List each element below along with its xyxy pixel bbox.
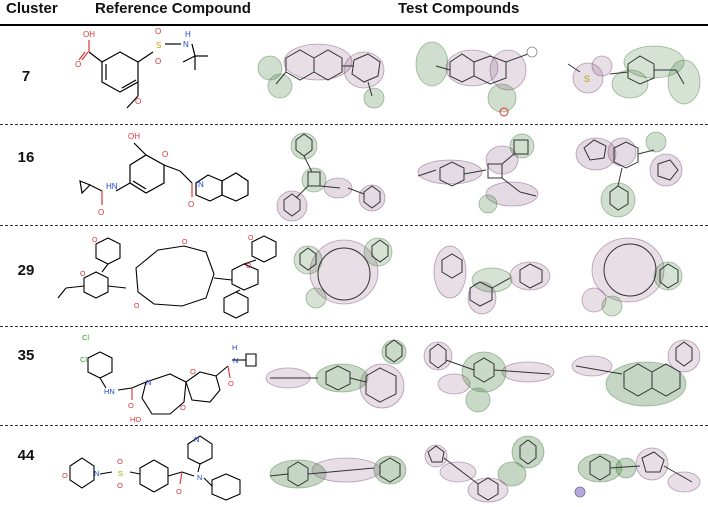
- atom-label: O: [162, 150, 168, 159]
- test-compound-cluster-7-a: [257, 43, 385, 109]
- reference-column-header: Reference Compound: [95, 0, 251, 17]
- atom-label: Cl: [82, 333, 89, 342]
- atom-label: O: [135, 97, 141, 106]
- header-divider: [0, 24, 708, 26]
- row-divider-4: [0, 425, 708, 426]
- atom-label: O: [134, 303, 140, 310]
- cluster-id-row-1: 7: [21, 68, 31, 85]
- test-compound-cluster-35-b: [423, 341, 555, 413]
- atom-label: N: [94, 469, 99, 478]
- atom-label: N: [194, 435, 199, 444]
- cluster-column-header: Cluster: [6, 0, 58, 17]
- atom-label: O: [248, 235, 254, 242]
- test-compound-cluster-44-b: [424, 435, 545, 503]
- atom-label: O: [62, 471, 68, 480]
- atom-label: N: [197, 473, 202, 482]
- atom-label: H: [185, 30, 191, 39]
- atom-label: O: [188, 200, 194, 209]
- atom-label: O: [228, 379, 234, 388]
- test-compound-cluster-16-a: [276, 132, 386, 222]
- test-compound-cluster-44-c: [574, 447, 701, 498]
- test-compound-cluster-35-a: [265, 339, 407, 409]
- cluster-id-row-4: 35: [17, 347, 35, 364]
- atom-label: S: [118, 469, 123, 478]
- atom-label: N: [233, 356, 238, 365]
- atom-label: O: [180, 403, 186, 412]
- cluster-id-row-5: 44: [17, 447, 35, 464]
- atom-label: O: [176, 487, 182, 496]
- reference-structure-cluster-44: O N O S O N O N: [62, 435, 241, 501]
- atom-label: H: [232, 343, 237, 352]
- cluster-id-row-2: 16: [17, 149, 35, 166]
- atom-label: O: [155, 57, 161, 66]
- atom-label: HN: [106, 182, 118, 191]
- atom-label: O: [155, 27, 161, 36]
- test-compound-cluster-29-a: [293, 237, 393, 309]
- test-compound-cluster-29-b: [433, 245, 551, 315]
- test-compound-cluster-29-c: [581, 237, 683, 317]
- reference-structure-cluster-35: Cl Cl HN O N O O HO O H N: [80, 333, 257, 424]
- atom-label: O: [182, 239, 188, 246]
- atom-label: O: [117, 481, 123, 490]
- row-divider-3: [0, 326, 708, 327]
- atom-label: O: [246, 263, 252, 270]
- atom-label: N: [198, 180, 204, 189]
- atom-label: HN: [104, 387, 115, 396]
- reference-structure-cluster-16: OH O HN O N O: [79, 132, 249, 217]
- atom-label: O: [117, 457, 123, 466]
- cluster-id-row-3: 29: [17, 262, 35, 279]
- atom-label: O: [92, 237, 98, 244]
- test-compound-cluster-16-b: [417, 133, 539, 214]
- test-compound-cluster-7-c: S: [567, 45, 701, 105]
- atom-label: N: [146, 378, 151, 387]
- test-column-header: Test Compounds: [398, 0, 520, 17]
- test-compound-cluster-35-c: [571, 339, 701, 407]
- reference-structure-cluster-29: O O O O O O: [57, 235, 277, 319]
- atom-label: OH: [128, 132, 140, 141]
- reference-structure-cluster-7: OH O O S O N H O: [75, 27, 208, 109]
- atom-label: O: [190, 367, 196, 376]
- row-divider-1: [0, 124, 708, 125]
- atom-label: O: [80, 271, 86, 278]
- test-compound-cluster-7-b: [415, 41, 538, 117]
- atom-label: HO: [130, 415, 141, 424]
- atom-label: O: [75, 60, 81, 69]
- atom-label: S: [156, 41, 161, 50]
- test-compound-cluster-16-c: [575, 131, 683, 218]
- row-divider-2: [0, 225, 708, 226]
- atom-label: Cl: [80, 355, 87, 364]
- atom-label: O: [98, 208, 104, 217]
- atom-label: N: [183, 40, 189, 49]
- atom-label: O: [128, 401, 134, 410]
- atom-label: S: [584, 74, 590, 84]
- test-compound-cluster-44-a: [269, 455, 407, 489]
- atom-label: OH: [83, 30, 95, 39]
